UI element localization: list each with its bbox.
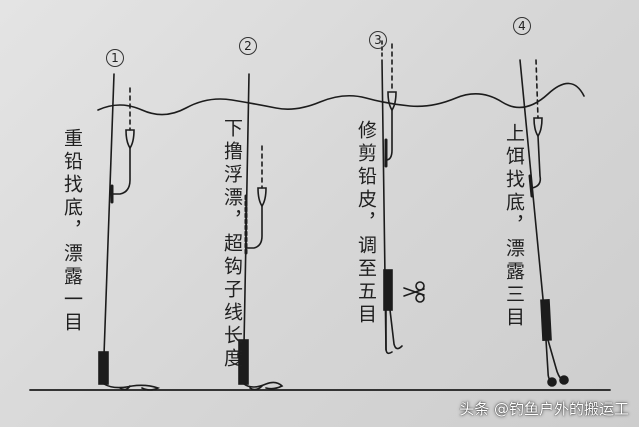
- rig-2-hook: [249, 385, 263, 391]
- water-surface-line: [97, 82, 585, 116]
- rig-1: [98, 73, 161, 391]
- step-1-caption: 重铅找底，漂露一目: [61, 128, 83, 335]
- rig-4-float-stem: [531, 135, 542, 189]
- rig-2-float-body: [257, 187, 267, 208]
- scissors-icon: [403, 281, 425, 303]
- rig-2-float-stem: [245, 205, 263, 249]
- rig-3-hook-line-b: [389, 309, 403, 350]
- rig-3-sinker: [383, 269, 393, 311]
- rig-1-hook: [119, 385, 131, 391]
- rig-1-main-line: [103, 73, 115, 356]
- rig-4-float-seat: [528, 174, 534, 198]
- rig-3-float-body: [387, 91, 397, 112]
- step-2-caption: 下撸浮漂，超钩子线长度: [221, 118, 243, 371]
- rig-4: [519, 59, 569, 387]
- watermark: 头条 @钓鱼户外的搬运工: [459, 400, 629, 418]
- rig-1-sinker: [98, 351, 109, 385]
- step-4-number: 4: [513, 17, 531, 35]
- rig-4-hook-line-b: [547, 339, 563, 381]
- step-4-caption: 上饵找底，漂露三目: [503, 123, 525, 330]
- step-1-number: 1: [106, 49, 124, 67]
- rig-2-hook-line: [243, 381, 284, 390]
- rig-4-float-body: [533, 117, 543, 138]
- step-2-number: 2: [239, 37, 257, 55]
- rig-3-hook-line-a: [385, 309, 393, 355]
- rig-3: [381, 39, 403, 355]
- rig-1-float-stem: [111, 147, 131, 195]
- rig-4-bait-2: [559, 375, 569, 385]
- rig-2: [238, 73, 284, 391]
- rig-4-sinker: [540, 298, 552, 342]
- step-3-number: 3: [369, 31, 387, 49]
- rig-1-hook-line: [103, 383, 161, 391]
- rig-4-float-tip: [535, 59, 539, 119]
- step-3-caption: 修剪铅皮，调至五目: [355, 120, 377, 327]
- rig-4-bait-1: [547, 377, 557, 387]
- rig-1-float-body: [125, 129, 135, 150]
